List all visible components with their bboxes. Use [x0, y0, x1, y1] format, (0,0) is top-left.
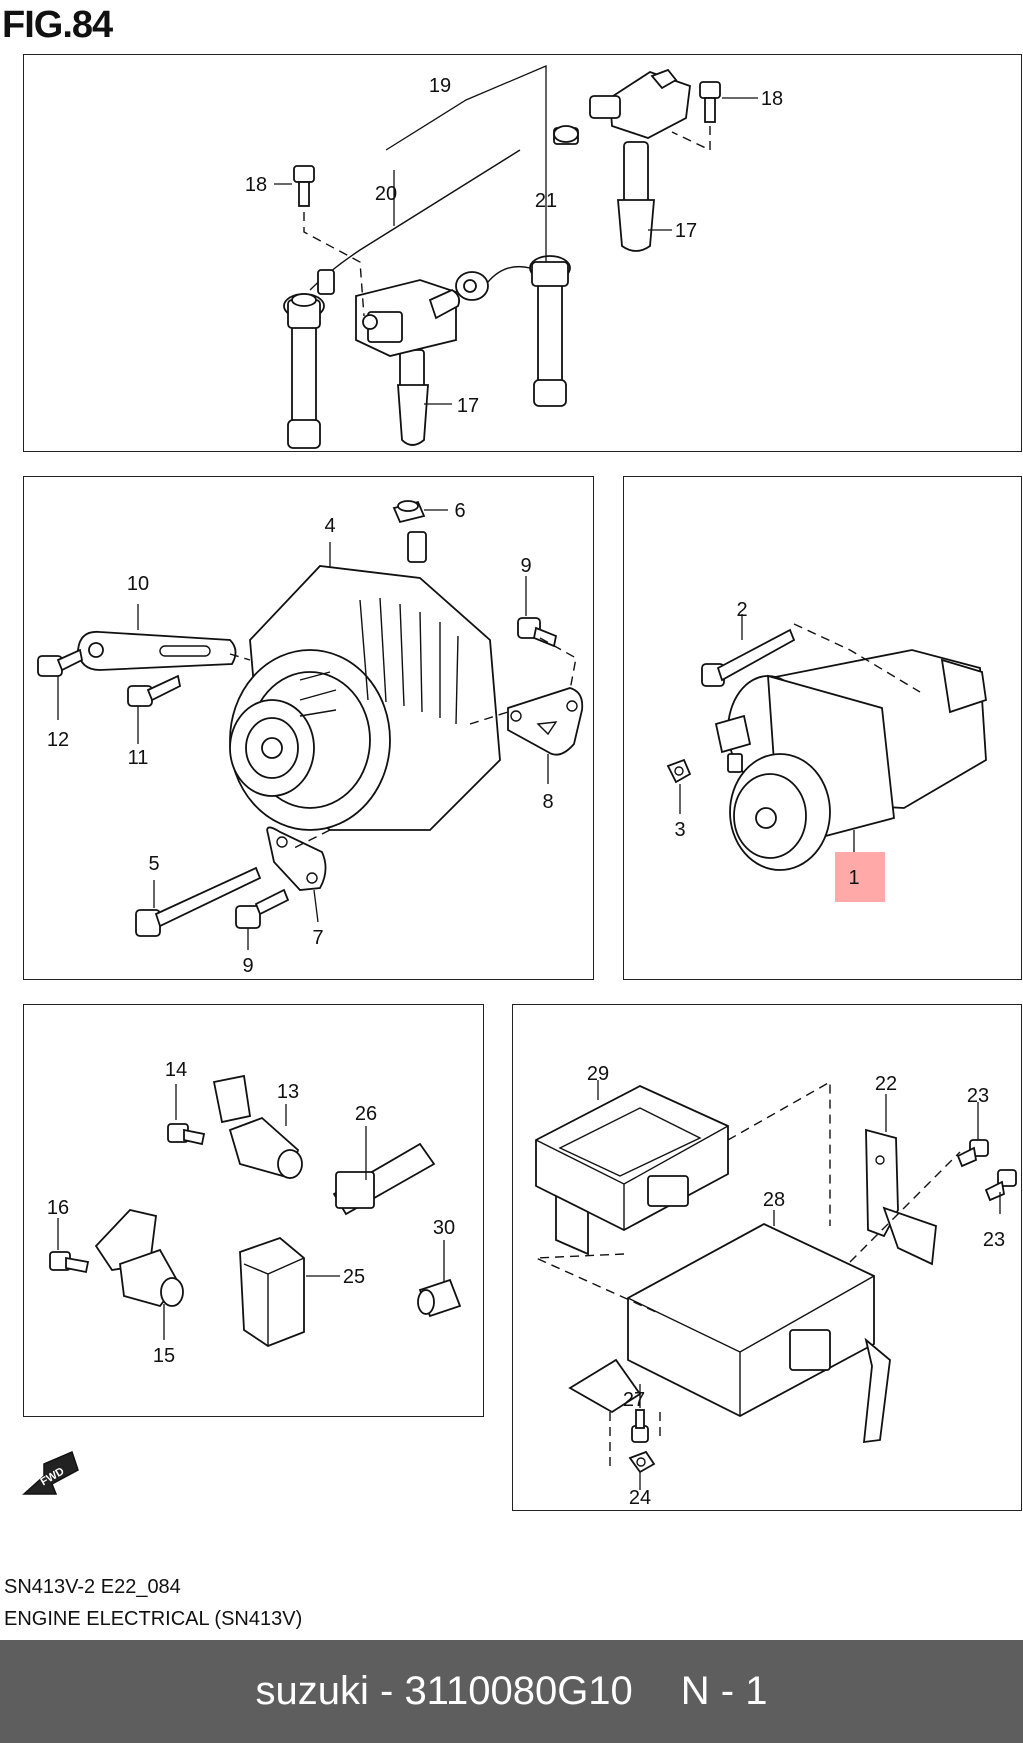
callout-30: 30: [433, 1217, 455, 1239]
alternator[interactable]: [229, 531, 501, 831]
bolt-2[interactable]: [701, 628, 796, 687]
brand-name: suzuki: [255, 1669, 369, 1713]
bolt-27[interactable]: [631, 1409, 649, 1443]
panel-ignition: [23, 54, 1022, 452]
nut-24[interactable]: [628, 1450, 656, 1474]
bolt-16[interactable]: [49, 1251, 90, 1274]
callout-20: 20: [375, 183, 397, 205]
callout-12: 12: [47, 729, 69, 751]
ecm-29[interactable]: [535, 1084, 729, 1256]
fwd-arrow-icon: FWD: [22, 1450, 79, 1495]
spacer-30[interactable]: [417, 1278, 462, 1318]
callout-18-left: 18: [245, 174, 267, 196]
brand-separator: -: [368, 1669, 405, 1713]
bolt-23-lower[interactable]: [984, 1169, 1017, 1202]
ignition-coil-middle[interactable]: [355, 279, 461, 446]
sensor-15[interactable]: [94, 1209, 184, 1308]
callout-14: 14: [165, 1059, 187, 1081]
sensor-13[interactable]: [212, 1074, 303, 1180]
callout-15: 15: [153, 1345, 175, 1367]
callout-18-right: 18: [761, 88, 783, 110]
bolt-18-left[interactable]: [293, 165, 315, 207]
panel-sensors: [23, 1004, 484, 1417]
callout-26: 26: [355, 1103, 377, 1125]
bracket-22[interactable]: [865, 1128, 937, 1266]
callout-24: 24: [629, 1487, 651, 1509]
callout-16: 16: [47, 1197, 69, 1219]
callout-11: 11: [128, 747, 149, 769]
callout-27: 27: [623, 1389, 645, 1411]
callout-25: 25: [343, 1266, 365, 1288]
callout-8: 8: [542, 791, 553, 813]
callout-6: 6: [454, 500, 465, 522]
callout-7: 7: [312, 927, 323, 949]
bolt-5[interactable]: [135, 866, 262, 937]
footer-section: ENGINE ELECTRICAL (SN413V): [4, 1608, 303, 1630]
highlight-part-1: [835, 852, 885, 902]
bolt-14[interactable]: [167, 1123, 206, 1146]
callout-17-upper: 17: [675, 220, 697, 242]
sensor-26[interactable]: [332, 1142, 436, 1216]
bolt-9-lower[interactable]: [235, 888, 290, 929]
callout-10: 10: [127, 573, 149, 595]
callout-19: 19: [429, 75, 451, 97]
nut-3[interactable]: [666, 758, 692, 784]
callout-22: 22: [875, 1073, 897, 1095]
bracket-7[interactable]: [266, 826, 327, 891]
callout-23-lower: 23: [983, 1229, 1005, 1251]
ignition-coil-wired[interactable]: [455, 125, 579, 407]
callout-13: 13: [277, 1081, 299, 1103]
bottom-bar: suzuki - 3110080G10 N - 1: [0, 1640, 1023, 1743]
adjusting-bracket-10[interactable]: [77, 630, 237, 671]
bolt-12[interactable]: [37, 648, 84, 677]
bolt-18-right[interactable]: [699, 81, 721, 123]
bracket-8[interactable]: [507, 687, 584, 756]
callout-17-lower: 17: [457, 395, 479, 417]
figure-title: FIG.84: [2, 4, 113, 46]
callout-5: 5: [148, 853, 159, 875]
part-number: 3110080G10: [404, 1669, 633, 1713]
callout-9-lower: 9: [242, 955, 253, 977]
nut-6[interactable]: [392, 500, 426, 524]
ignition-coil-top[interactable]: [589, 68, 691, 252]
bolt-11[interactable]: [127, 674, 182, 707]
callout-29: 29: [587, 1063, 609, 1085]
callout-4: 4: [324, 515, 335, 537]
page-ref: N - 1: [680, 1669, 768, 1713]
callout-21: 21: [535, 190, 557, 212]
bolt-9-upper[interactable]: [517, 617, 558, 648]
callout-23-upper: 23: [967, 1085, 989, 1107]
callout-1: 1: [848, 867, 859, 889]
relay-25[interactable]: [239, 1236, 305, 1348]
ignition-coil-left[interactable]: [283, 149, 521, 449]
footer-code: SN413V-2 E22_084: [4, 1576, 181, 1598]
callout-28: 28: [763, 1189, 785, 1211]
starter-motor[interactable]: [714, 649, 987, 871]
callout-9-upper: 9: [520, 555, 531, 577]
ecm-28[interactable]: [568, 1222, 891, 1444]
bolt-23-upper[interactable]: [956, 1139, 989, 1168]
callout-3: 3: [674, 819, 685, 841]
callout-2: 2: [736, 599, 747, 621]
